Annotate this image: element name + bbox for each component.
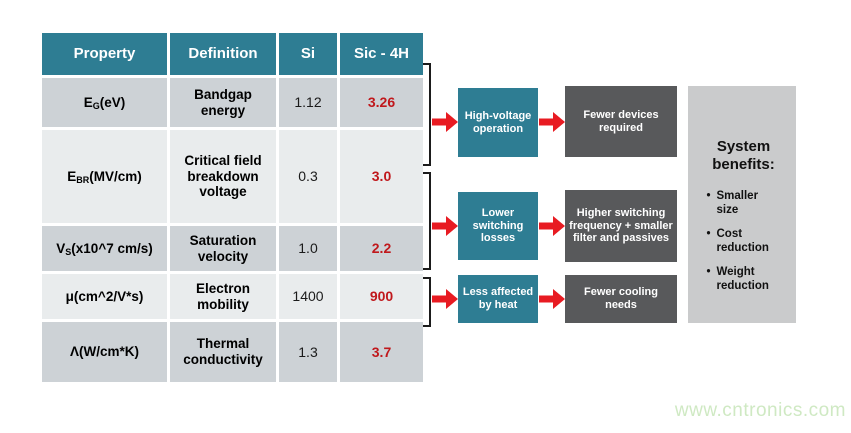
property-unit: (cm^2/V*s) — [73, 288, 144, 304]
effect-box-higher-frequency: Higher switching frequency + smaller fil… — [565, 190, 677, 262]
definition-cell: Thermal conductivity — [170, 322, 276, 382]
property-unit: (x10^7 cm/s) — [71, 240, 153, 256]
property-unit: (eV) — [99, 94, 126, 110]
property-symbol: μ — [65, 288, 74, 304]
definition-cell: Bandgap energy — [170, 78, 276, 127]
right-arrow-icon — [432, 288, 458, 310]
right-arrow-icon — [539, 111, 565, 133]
benefit-item: Weight reduction — [707, 265, 781, 294]
property-symbol: E — [67, 168, 77, 184]
property-symbol: E — [83, 94, 93, 110]
sic-value-cell: 2.2 — [340, 226, 423, 271]
right-arrow-icon — [432, 215, 458, 237]
cause-box-high-voltage: High-voltage operation — [458, 88, 538, 157]
si-value-cell: 1.0 — [279, 226, 337, 271]
cause-box-lower-losses: Lower switching losses — [458, 192, 538, 260]
benefit-item: Smaller size — [707, 189, 781, 218]
effect-box-fewer-cooling: Fewer cooling needs — [565, 275, 677, 323]
si-value-cell: 0.3 — [279, 130, 337, 223]
header-cell-property: Property — [42, 33, 167, 75]
benefits-title: System benefits: — [712, 138, 775, 173]
definition-cell: Saturation velocity — [170, 226, 276, 271]
effect-box-fewer-devices: Fewer devices required — [565, 86, 677, 157]
si-value-cell: 1400 — [279, 274, 337, 319]
property-symbol: V — [56, 240, 66, 256]
sic-value-cell: 3.7 — [340, 322, 423, 382]
sic-value-cell: 900 — [340, 274, 423, 319]
property-unit: (W/cm*K) — [79, 344, 139, 360]
system-benefits-panel: System benefits: Smaller size Cost reduc… — [688, 86, 796, 323]
si-value-cell: 1.12 — [279, 78, 337, 127]
benefit-item: Cost reduction — [707, 227, 781, 256]
benefits-list: Smaller size Cost reduction Weight reduc… — [707, 189, 781, 293]
header-cell-si: Si — [279, 33, 337, 75]
cause-box-less-heat: Less affected by heat — [458, 275, 538, 323]
row-group-bracket-1 — [423, 63, 431, 166]
property-cell: Λ (W/cm*K) — [42, 322, 167, 382]
property-symbol: Λ — [69, 344, 79, 360]
property-cell: μ (cm^2/V*s) — [42, 274, 167, 319]
definition-cell: Electron mobility — [170, 274, 276, 319]
row-group-bracket-2 — [423, 172, 431, 270]
header-cell-sic4h: Sic - 4H — [340, 33, 423, 75]
header-cell-definition: Definition — [170, 33, 276, 75]
sic-value-cell: 3.26 — [340, 78, 423, 127]
right-arrow-icon — [539, 288, 565, 310]
definition-cell: Critical field breakdown voltage — [170, 130, 276, 223]
right-arrow-icon — [539, 215, 565, 237]
watermark-text: www.cntronics.com — [674, 400, 846, 421]
sic-value-cell: 3.0 — [340, 130, 423, 223]
right-arrow-icon — [432, 111, 458, 133]
si-value-cell: 1.3 — [279, 322, 337, 382]
row-group-bracket-3 — [423, 277, 431, 327]
property-unit: (MV/cm) — [89, 168, 142, 184]
